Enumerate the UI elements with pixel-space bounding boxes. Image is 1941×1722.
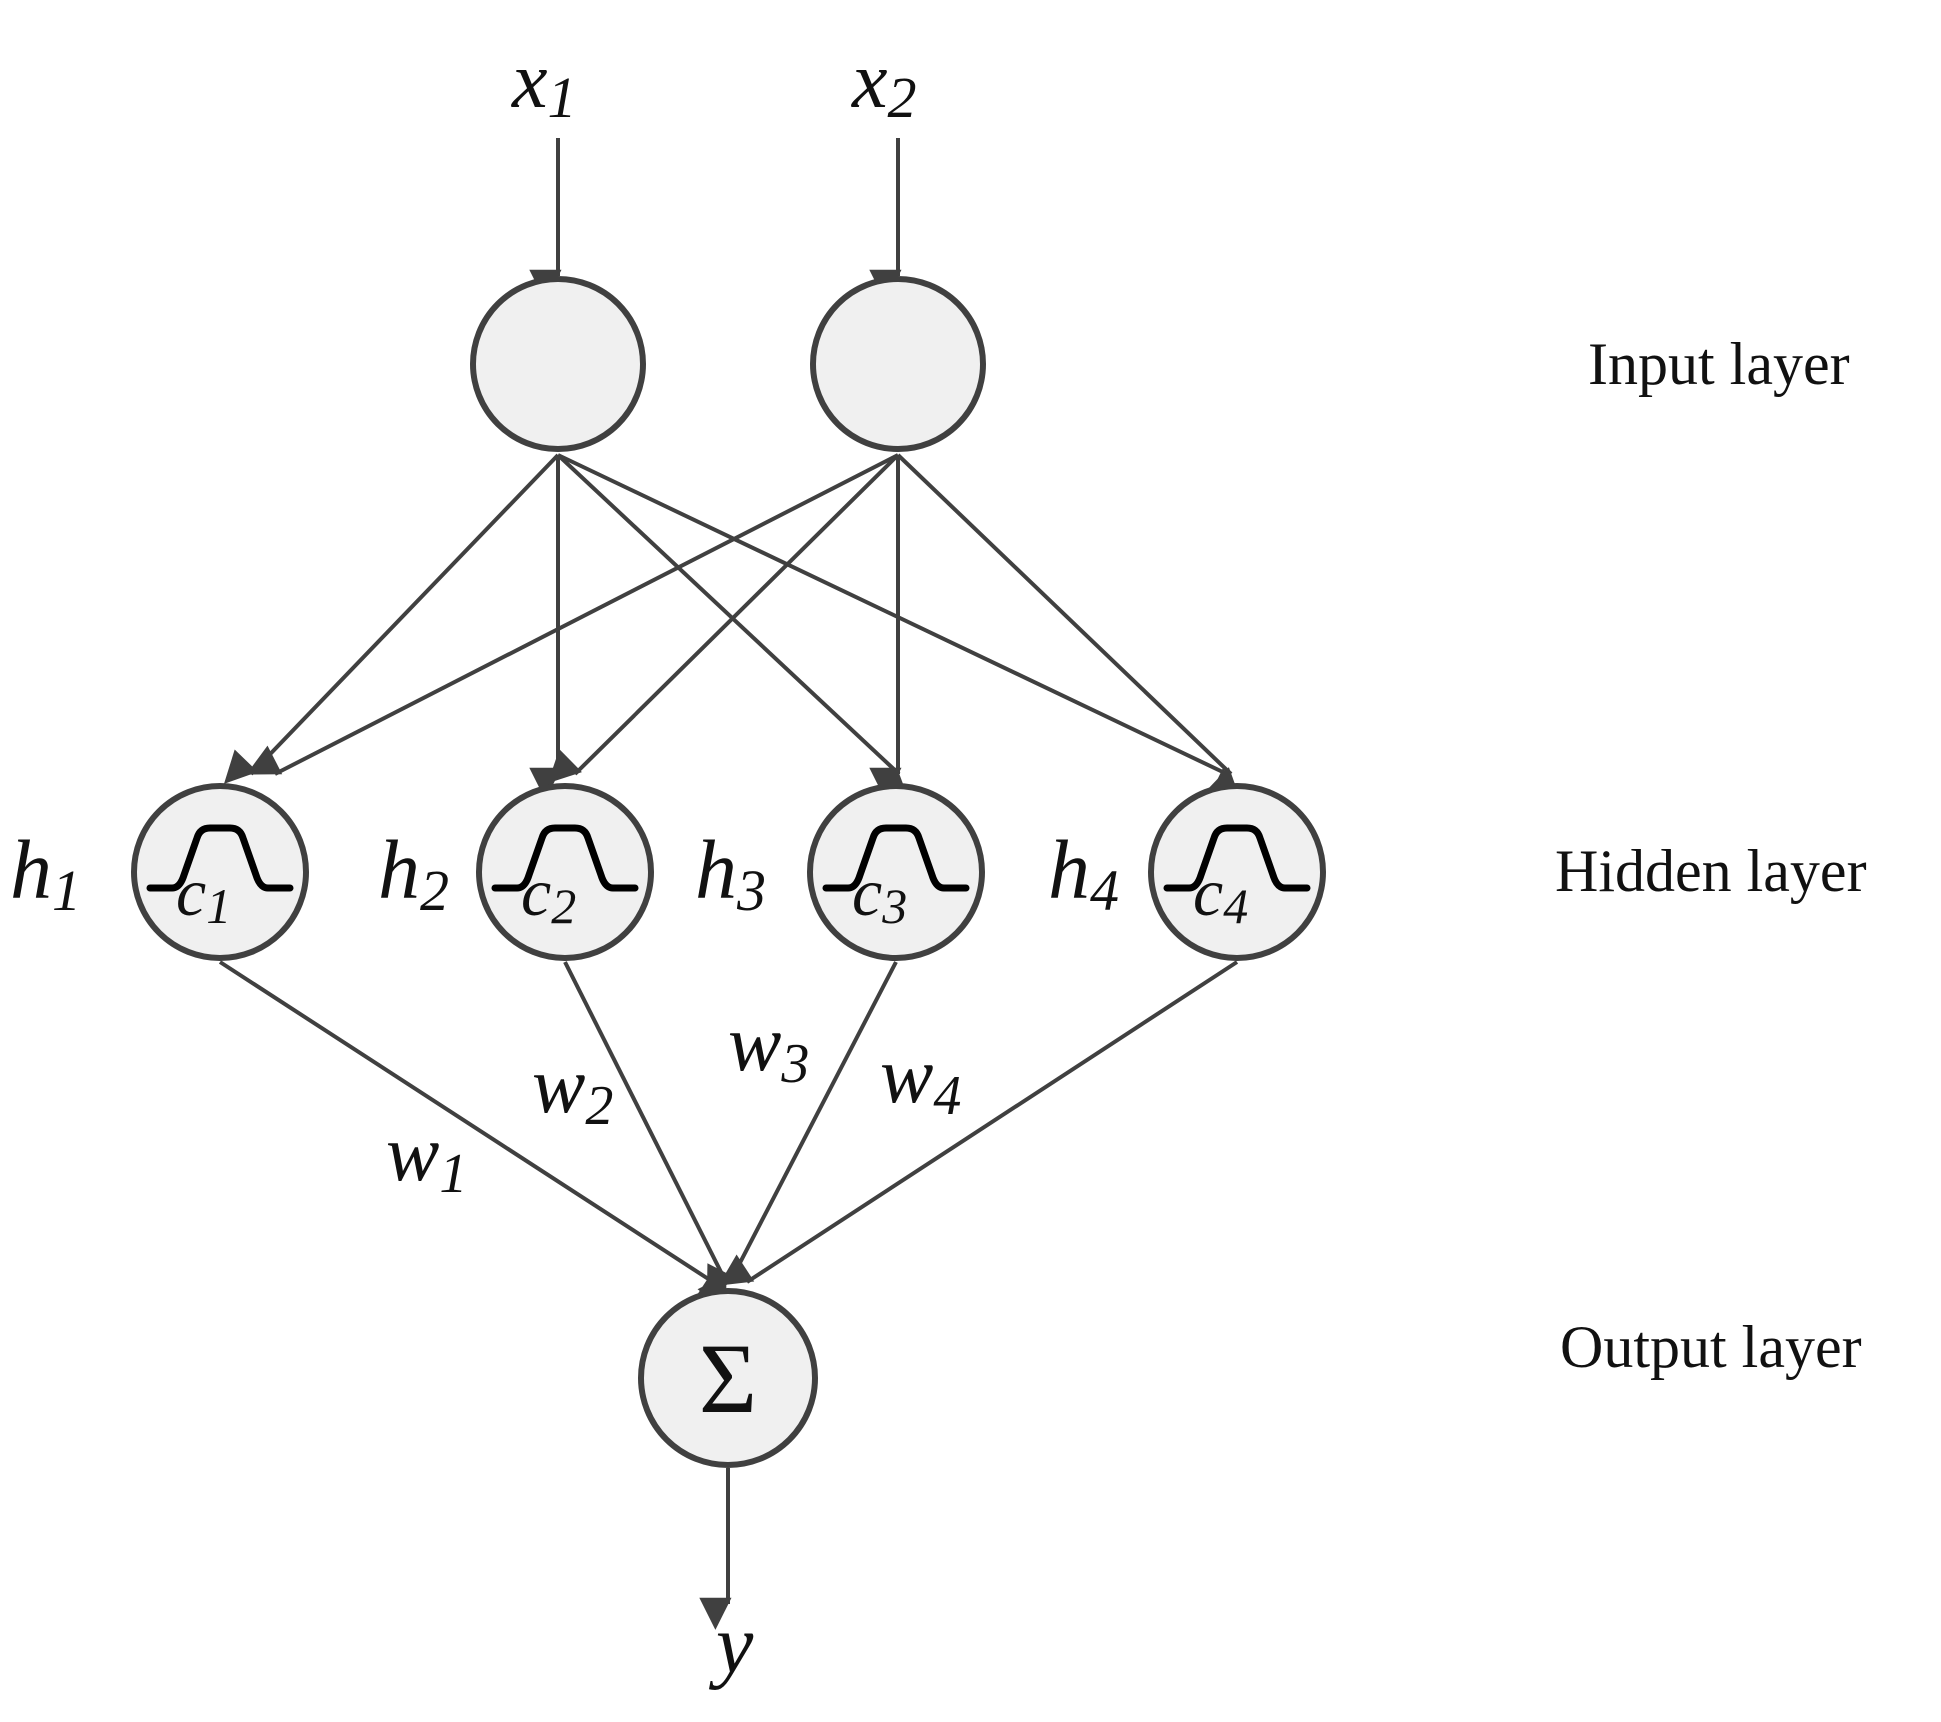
edge-x2-h1 [246, 453, 899, 776]
center-label-2: c2 [521, 854, 576, 934]
edge-x1-h1 [223, 453, 560, 784]
hidden-label-h2: h2 [378, 824, 449, 923]
input-layer-nodes [470, 276, 986, 452]
center-label-3: c3 [852, 854, 907, 934]
output-label-y: y [708, 1598, 754, 1691]
input-node-1 [470, 276, 646, 452]
edge-h4-out [718, 960, 1239, 1286]
hidden-node-circle-2 [476, 783, 654, 961]
gaussian-bell-icon [146, 824, 294, 892]
gaussian-bell-icon [491, 824, 639, 892]
hidden-node-1: c1 [131, 783, 309, 961]
input-arrows [529, 138, 902, 302]
sigma-icon: Σ [699, 1323, 757, 1434]
center-label-4: c4 [1193, 854, 1248, 934]
edge-x1-h4 [557, 453, 1245, 798]
hidden-node-circle-4 [1148, 783, 1326, 961]
edge-x2-h4 [896, 453, 1241, 802]
hidden-node-circle-3 [807, 783, 985, 961]
input-hidden-connections [223, 453, 1245, 802]
hidden-node-4: c4 [1148, 783, 1326, 961]
center-label-1: c1 [176, 854, 231, 934]
edge-h3-out [706, 961, 898, 1300]
input-label-x1: x1 [511, 37, 577, 130]
hidden-node-2: c2 [476, 783, 654, 961]
hidden-label-h4: h4 [1048, 824, 1119, 923]
output-node-circle [638, 1288, 818, 1468]
edge-x1-h3 [556, 453, 910, 801]
hidden-layer-nodes: c1 c2 c3 c4 [131, 783, 1326, 961]
hidden-output-connections [218, 960, 1239, 1311]
gaussian-bell-icon [822, 824, 970, 892]
edge-x2-h2 [547, 453, 900, 784]
hidden-node-circle-1 [131, 783, 309, 961]
edge-h1-out [218, 960, 728, 1307]
hidden-label-h1: h1 [10, 824, 81, 923]
layer-label-hidden: Hidden layer [1555, 838, 1867, 904]
weight-label-w3: w3 [728, 1000, 809, 1095]
input-node-2 [810, 276, 986, 452]
layer-label-input: Input layer [1588, 331, 1850, 397]
input-label-x2: x2 [851, 37, 917, 130]
weight-label-w1: w1 [386, 1110, 467, 1205]
gaussian-bell-icon [1163, 824, 1311, 892]
weight-label-w4: w4 [880, 1032, 961, 1127]
edge-h2-out [563, 961, 728, 1311]
hidden-node-3: c3 [807, 783, 985, 961]
layer-label-output: Output layer [1560, 1314, 1862, 1380]
output-node: Σ [638, 1288, 818, 1468]
hidden-label-h3: h3 [695, 824, 766, 923]
weight-label-w2: w2 [532, 1042, 613, 1137]
